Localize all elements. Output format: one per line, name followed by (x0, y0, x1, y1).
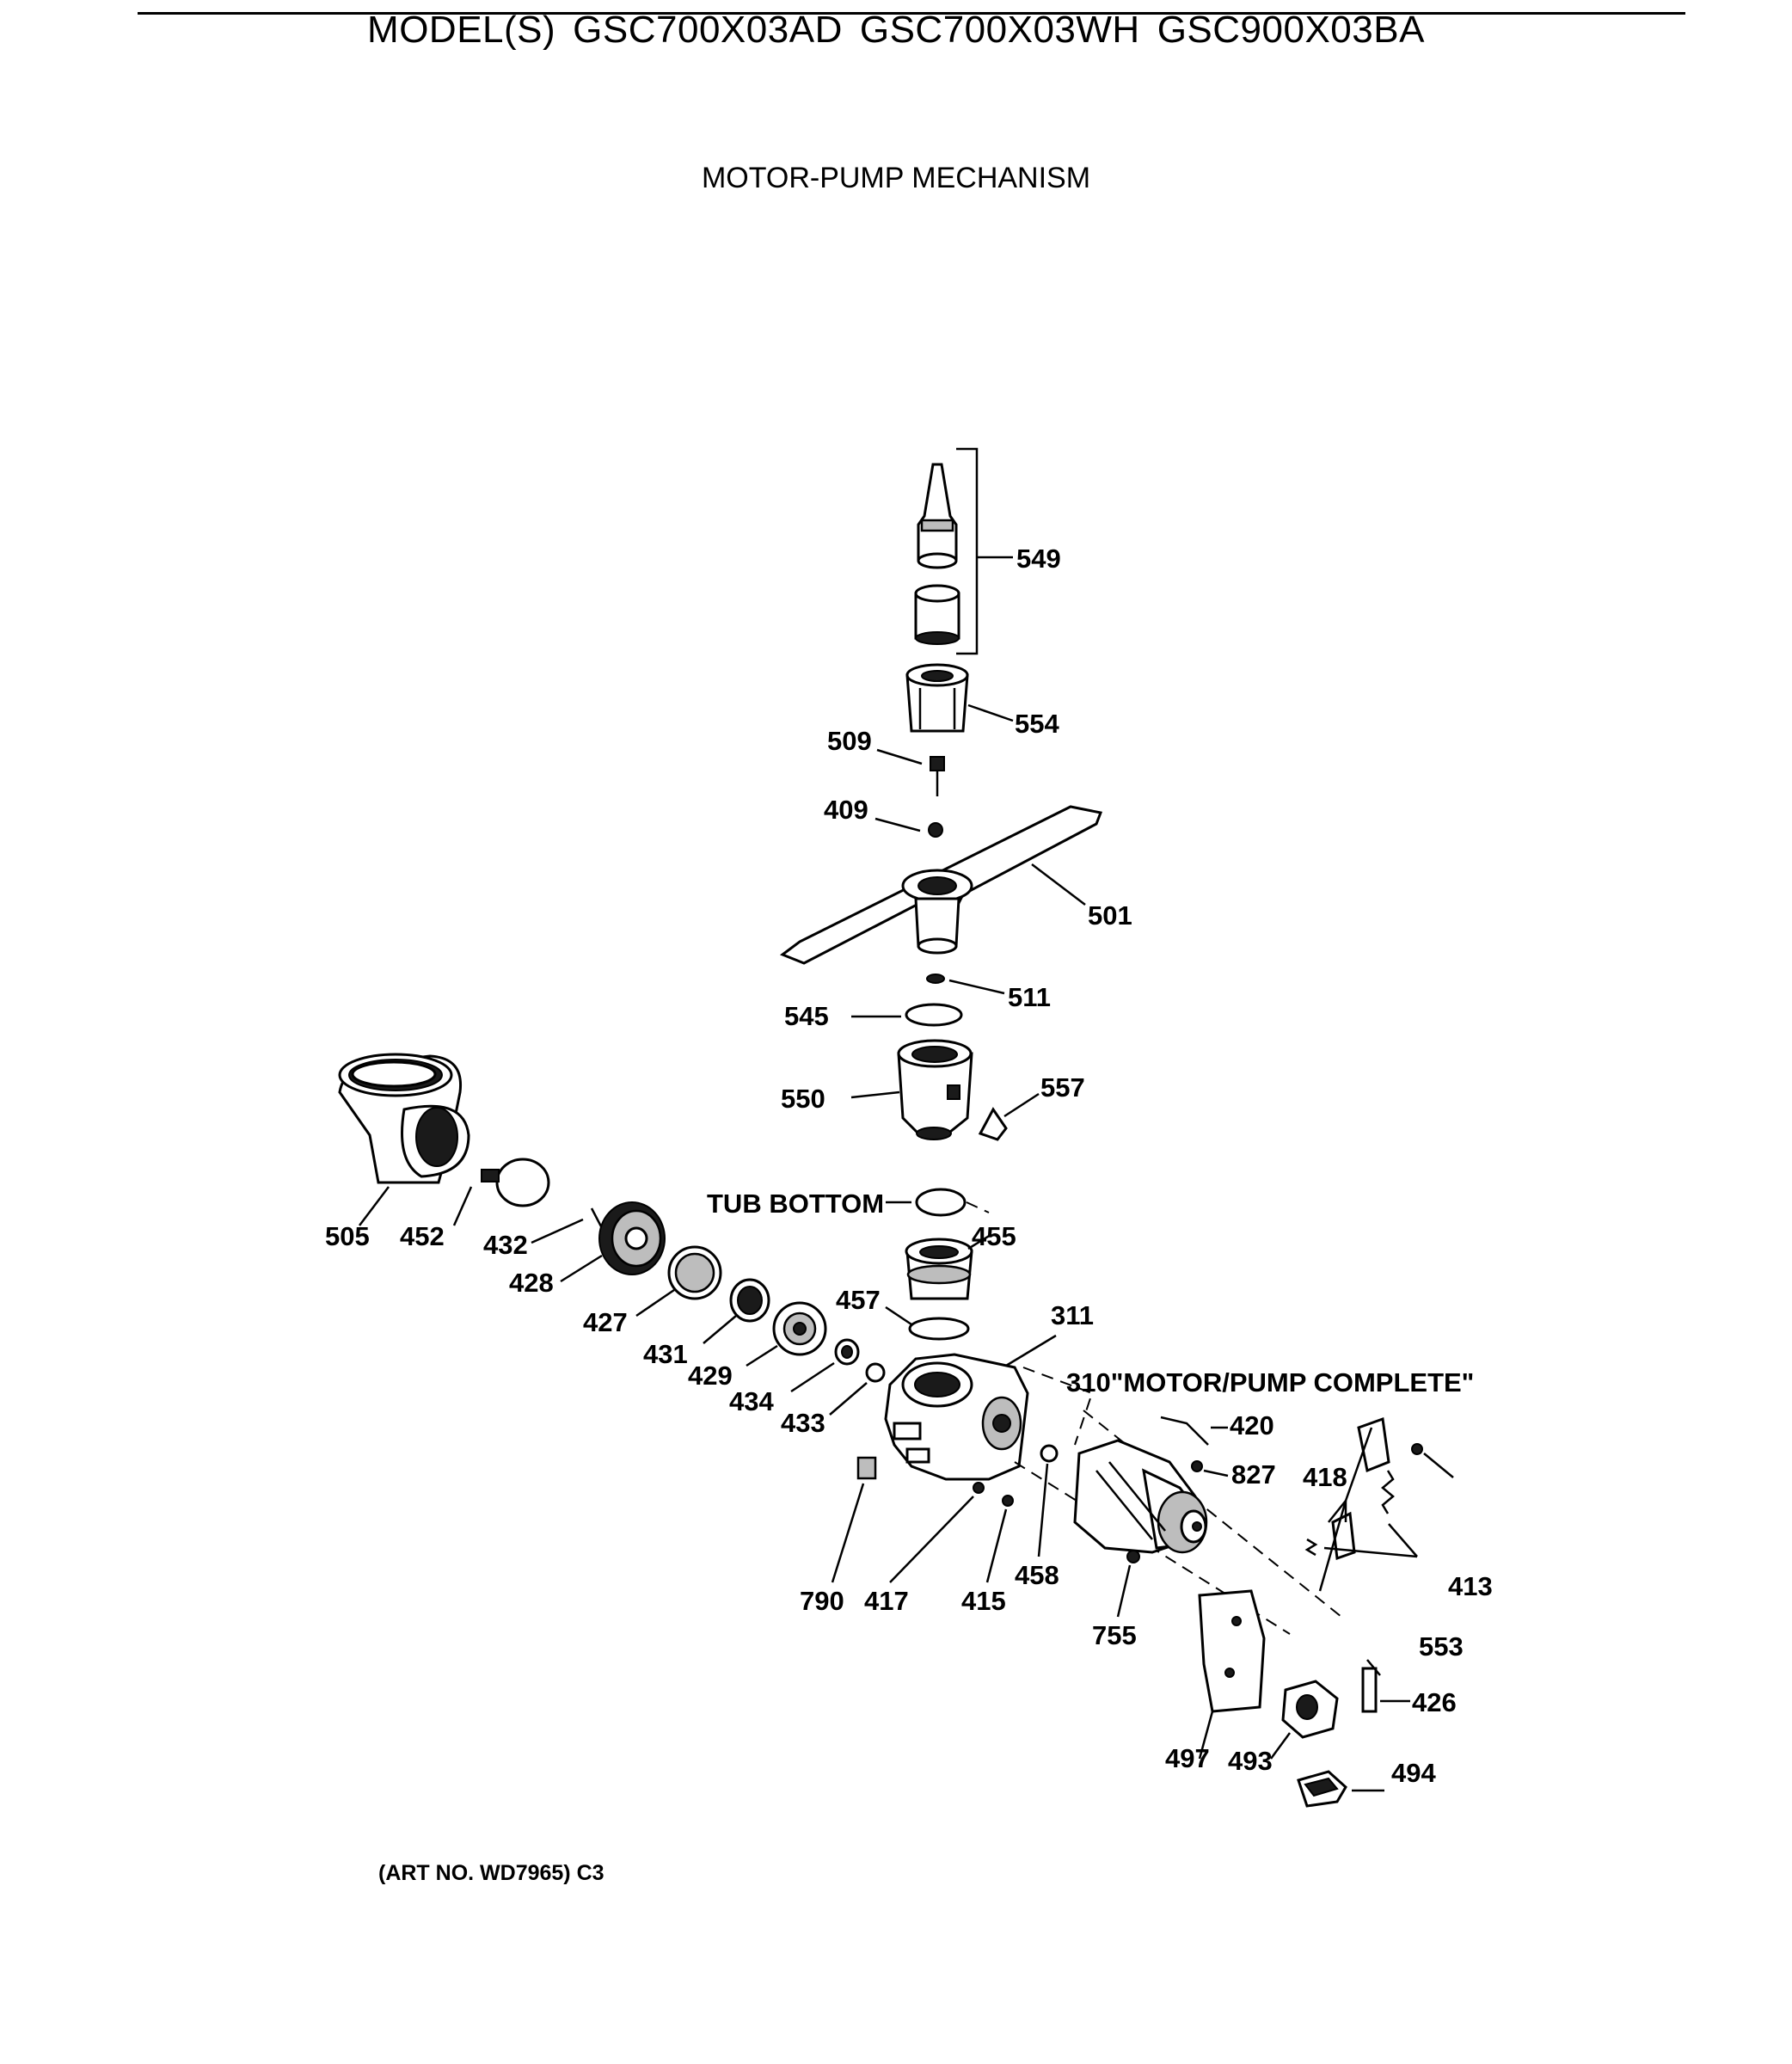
art-number: (ART NO. WD7965) C3 (378, 1861, 604, 1885)
part-418-brackets (1318, 1416, 1390, 1592)
model-3: GSC900X03BA (1157, 9, 1425, 51)
callout-557: 557 (1040, 1072, 1085, 1103)
part-755-screw (1116, 1550, 1140, 1618)
part-417-nut (889, 1482, 985, 1583)
callout-497: 497 (1165, 1743, 1210, 1773)
callout-493: 493 (1228, 1746, 1273, 1776)
part-426-pin (1361, 1659, 1410, 1713)
part-549-spray-tube (914, 447, 1013, 655)
callout-455: 455 (972, 1221, 1016, 1251)
callout-545: 545 (784, 1001, 829, 1031)
tub-bottom-gasket (886, 1188, 990, 1217)
callout-553: 553 (1419, 1631, 1464, 1662)
part-505-inlet-housing (338, 1053, 470, 1226)
part-509-screw (876, 748, 945, 796)
part-501-spray-arm (779, 805, 1103, 965)
callout-457: 457 (836, 1285, 881, 1315)
top-rule (138, 12, 1685, 15)
part-452-clamp (452, 1158, 550, 1226)
part-554-cap (905, 663, 1014, 733)
callout-428: 428 (509, 1268, 554, 1298)
callout-511: 511 (1008, 982, 1051, 1012)
part-511-washer (926, 974, 1005, 995)
callout-458: 458 (1015, 1560, 1059, 1590)
part-415-washer (985, 1495, 1014, 1583)
part-427-plate (635, 1245, 722, 1318)
part-428-impeller (560, 1201, 666, 1283)
part-310-motor (1073, 1439, 1208, 1554)
callout-427: 427 (583, 1307, 628, 1337)
part-429-impeller (746, 1301, 827, 1367)
part-553-springs (1304, 1470, 1418, 1558)
callout-509: 509 (827, 726, 872, 756)
model-2: GSC700X03WH (859, 9, 1140, 51)
part-493-solenoid (1269, 1680, 1339, 1760)
callout-409: 409 (824, 795, 868, 825)
part-431-seal (703, 1278, 770, 1344)
callout-417: 417 (864, 1586, 909, 1616)
part-790-fitting (831, 1456, 877, 1583)
callout-434: 434 (729, 1386, 774, 1416)
callout-426: 426 (1412, 1687, 1457, 1717)
callout-494: 494 (1391, 1758, 1436, 1788)
callout-415: 415 (961, 1586, 1006, 1616)
part-434-bushing (790, 1338, 860, 1393)
callout-433: 433 (781, 1408, 825, 1438)
callout-432: 432 (483, 1230, 528, 1260)
callout-505: 505 (325, 1221, 370, 1251)
callout-554: 554 (1015, 709, 1059, 739)
callout-motor-pump-complete: 310"MOTOR/PUMP COMPLETE" (1066, 1367, 1474, 1398)
part-432-pin (531, 1207, 604, 1244)
diagram-title: MOTOR-PUMP MECHANISM (701, 162, 1091, 194)
part-545-ring (851, 1003, 963, 1027)
part-550-housing (850, 1039, 973, 1140)
callout-452: 452 (400, 1221, 445, 1251)
part-433-washer (829, 1362, 886, 1416)
part-497-bracket (1198, 1589, 1266, 1760)
model-header: MODEL(S) GSC700X03AD GSC700X03WH GSC900X03B… (0, 9, 1792, 52)
part-420-wire (1160, 1416, 1228, 1446)
part-311-pump-housing (884, 1334, 1057, 1481)
part-557-clip (978, 1092, 1040, 1141)
part-455-seal (905, 1233, 991, 1300)
model-1: GSC700X03AD (573, 9, 843, 51)
callout-550: 550 (781, 1084, 825, 1114)
callout-549: 549 (1016, 544, 1061, 574)
part-827-screw (1191, 1460, 1229, 1477)
part-409-nut (875, 817, 943, 838)
callout-418: 418 (1303, 1462, 1347, 1492)
part-458-grommet (1037, 1444, 1059, 1557)
part-457-clamp (885, 1305, 970, 1341)
callout-431: 431 (643, 1339, 688, 1369)
callout-790: 790 (800, 1586, 844, 1616)
callout-420: 420 (1230, 1410, 1274, 1440)
callout-311: 311 (1051, 1300, 1094, 1330)
callout-755: 755 (1092, 1620, 1137, 1650)
callout-413: 413 (1448, 1571, 1493, 1601)
callout-827: 827 (1231, 1459, 1276, 1490)
part-494-block (1297, 1770, 1384, 1808)
callout-tub-bottom: TUB BOTTOM (707, 1189, 884, 1219)
callout-501: 501 (1088, 900, 1132, 931)
models-prefix: MODEL(S) (367, 9, 556, 51)
part-413-clip (1411, 1443, 1454, 1478)
callout-429: 429 (688, 1361, 733, 1391)
